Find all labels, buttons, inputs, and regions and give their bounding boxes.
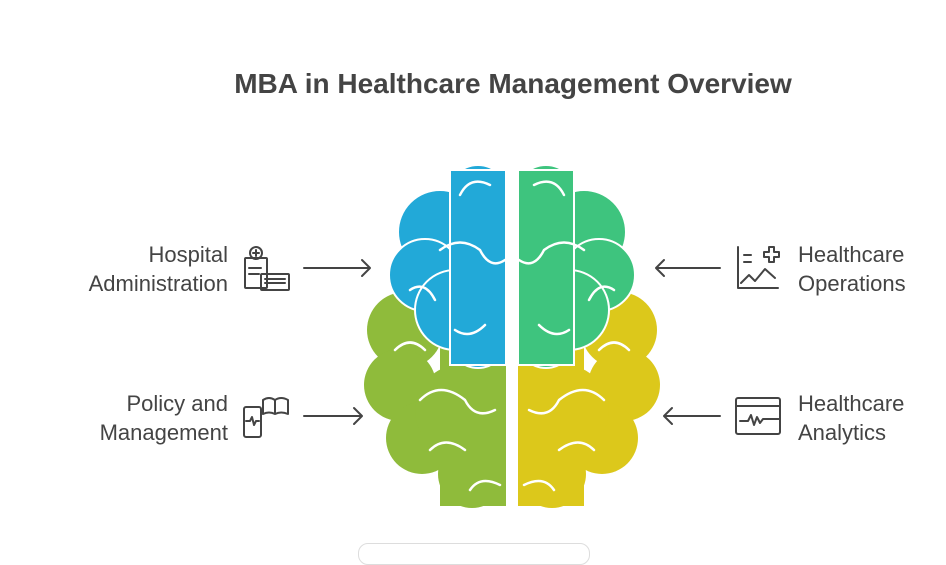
analytics-window-icon — [735, 397, 781, 435]
label-line: Healthcare — [798, 242, 905, 267]
label-line: Analytics — [798, 420, 887, 445]
label-line: Management — [99, 420, 228, 445]
label-line: Healthcare — [798, 391, 905, 416]
arrow-policy-management — [303, 407, 363, 425]
chart-medical-icon — [737, 246, 780, 289]
label-line: Administration — [88, 271, 228, 296]
label-line: Operations — [798, 271, 906, 296]
arrow-healthcare-analytics — [663, 407, 721, 425]
brain-diagram — [243, 164, 781, 508]
mobile-book-icon — [243, 397, 289, 438]
bottom-card — [358, 543, 590, 565]
label-line: Policy and — [126, 391, 228, 416]
arrow-healthcare-operations — [655, 259, 721, 277]
hospital-admin-icon — [244, 246, 290, 291]
brain-folds — [393, 180, 631, 492]
page-title: MBA in Healthcare Management Overview — [234, 68, 792, 99]
label-line: Hospital — [148, 242, 228, 267]
arrow-hospital-administration — [303, 259, 371, 277]
